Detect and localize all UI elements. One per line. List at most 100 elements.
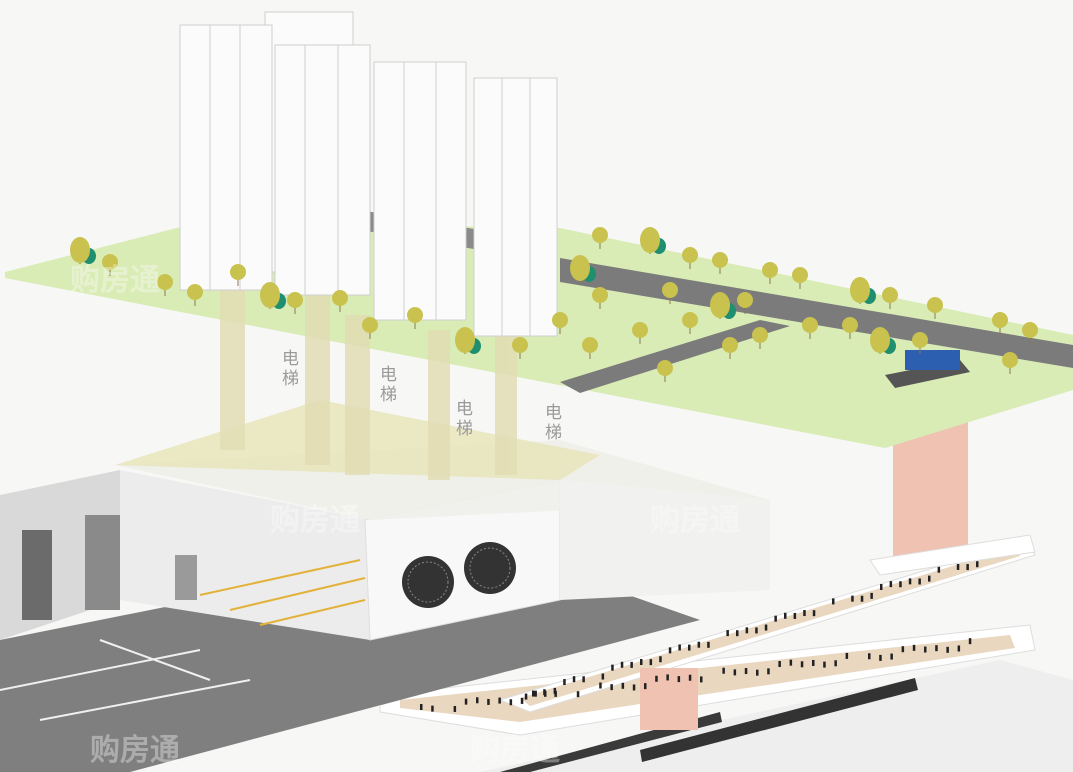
watermark-logo: 购房通 [270, 503, 360, 538]
tower-2 [274, 44, 371, 296]
tree [455, 327, 481, 354]
passenger [744, 668, 748, 675]
tree [722, 337, 738, 359]
watermark-logo: 购房通 [650, 503, 740, 538]
svg-text:梯: 梯 [545, 423, 562, 443]
passenger [431, 705, 434, 712]
passenger [860, 595, 864, 602]
tree [792, 267, 808, 289]
svg-text:电: 电 [545, 403, 562, 423]
passenger [620, 661, 624, 668]
connector-shaft [640, 668, 698, 730]
passenger [908, 578, 912, 585]
passengers [420, 549, 998, 712]
tree [362, 317, 378, 339]
passenger [700, 676, 703, 683]
passenger [601, 673, 605, 680]
passenger [678, 644, 681, 651]
passenger [677, 676, 681, 683]
tree [1022, 322, 1038, 344]
metro-access-shaft [893, 420, 968, 562]
passenger [649, 659, 653, 666]
tree [752, 327, 768, 349]
passenger [880, 584, 883, 590]
passenger [659, 656, 662, 663]
passenger [563, 679, 566, 686]
passenger [534, 690, 537, 697]
ventilation-fan-2 [464, 542, 516, 594]
tree [260, 282, 286, 309]
passenger [767, 668, 770, 675]
tree [592, 287, 608, 309]
passenger [789, 659, 793, 666]
tree [332, 290, 348, 312]
tree [187, 284, 203, 306]
elevator-door-1[interactable] [22, 530, 52, 620]
tree [407, 307, 423, 329]
passenger [937, 566, 941, 573]
passenger [834, 660, 837, 667]
tree [682, 247, 698, 269]
tree [512, 337, 528, 359]
passenger [800, 661, 804, 668]
tree [662, 282, 678, 304]
passenger [722, 667, 725, 674]
tree [570, 255, 596, 282]
passenger [554, 690, 557, 697]
passenger [918, 578, 921, 585]
passenger [532, 690, 535, 697]
passenger [901, 646, 905, 653]
passenger [611, 664, 614, 671]
passenger [576, 691, 580, 698]
tree [882, 287, 898, 309]
garage-level [0, 440, 770, 772]
svg-text:梯: 梯 [282, 369, 299, 389]
passenger [812, 610, 816, 617]
passenger [524, 693, 528, 700]
passenger [956, 563, 960, 570]
parking-lines [199, 559, 366, 626]
tower-3 [373, 61, 467, 321]
passenger [707, 641, 710, 648]
passenger [420, 704, 423, 710]
tree [912, 332, 928, 354]
passenger [845, 652, 849, 659]
passenger [745, 627, 749, 634]
svg-text:梯: 梯 [380, 385, 397, 405]
watermark-logo: 购房通 [90, 733, 180, 768]
passenger [851, 595, 854, 602]
passenger [957, 645, 961, 652]
passenger [812, 659, 815, 666]
tree [737, 292, 753, 314]
passenger [668, 647, 672, 654]
tree [870, 327, 896, 354]
elevator-door-2[interactable] [85, 515, 120, 610]
elevator-door-3[interactable] [175, 555, 197, 600]
passenger [582, 676, 585, 683]
passenger [630, 661, 633, 668]
road-main [560, 258, 1073, 368]
passenger [476, 697, 479, 704]
passenger [778, 660, 781, 667]
tree [157, 274, 173, 296]
passenger [688, 644, 691, 651]
passenger [736, 630, 739, 637]
passenger [784, 612, 787, 619]
elevator-label-2: 电 梯 [380, 365, 397, 405]
passenger [879, 654, 882, 661]
tree [657, 360, 673, 382]
passenger [946, 646, 949, 653]
passenger [832, 598, 835, 605]
tree [992, 312, 1008, 334]
elevator-label-4: 电 梯 [545, 403, 562, 443]
passenger [935, 645, 938, 652]
elevator-label-3: 电 梯 [456, 399, 473, 439]
svg-text:电: 电 [380, 365, 397, 385]
elevator-cores [220, 290, 517, 480]
tree [582, 337, 598, 359]
passenger [889, 581, 893, 588]
concourse-floor [520, 547, 1020, 706]
passenger [666, 674, 669, 681]
passenger [610, 684, 613, 691]
